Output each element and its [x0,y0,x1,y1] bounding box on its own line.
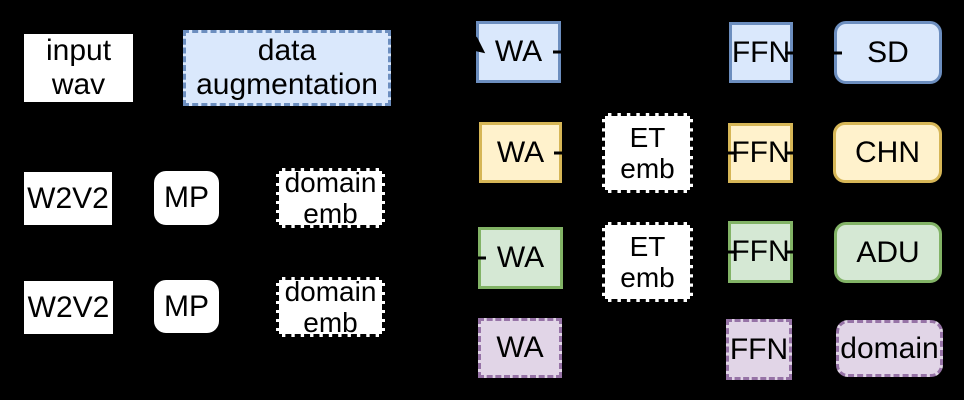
arrow-tick [785,51,795,54]
adu-node: ADU [834,222,942,283]
domain-emb-top-label-line2: emb [303,198,358,229]
mp-top-label: MP [164,181,209,215]
domain-emb-bottom-node: domain emb [276,275,385,338]
data-augmentation-label-line1: data [257,34,317,68]
et-emb-top-node: ET emb [602,113,693,193]
sd-node: SD [832,21,942,84]
domain-emb-top-node: domain emb [276,166,385,229]
et-emb-top-label-line1: ET [629,121,666,153]
ffn-green-label: FFN [731,235,790,269]
w2v2-bottom-node: W2V2 [22,279,115,336]
mp-bottom-label: MP [164,289,209,323]
adu-label: ADU [856,235,920,269]
et-emb-bottom-label-line1: ET [629,230,666,262]
chn-node: CHN [833,122,942,183]
w2v2-top-label: W2V2 [27,181,109,215]
domain-output-node: domain [836,320,943,377]
input-wav-label-line2: wav [51,68,106,101]
wa-green-label: WA [496,241,545,275]
data-augmentation-label-line2: augmentation [196,68,378,101]
wa-purple-node: WA [478,318,562,378]
domain-output-label: domain [840,331,939,365]
domain-emb-top-label-line1: domain [284,166,377,198]
wa-yellow-node: WA [479,122,564,183]
arrow-tick [726,151,736,155]
domain-emb-bottom-label-line1: domain [284,275,377,307]
wa-yellow-label: WA [496,135,545,169]
input-wav-label-line1: input [45,34,112,68]
ffn-green-node: FFN [726,221,795,283]
arrow-tick [554,151,564,154]
arrow-tick [553,50,563,54]
arrow-tick [726,250,736,254]
ffn-yellow-node: FFN [726,123,795,183]
wa-blue-label: WA [494,35,543,69]
ffn-yellow-label: FFN [731,136,790,170]
et-emb-bottom-node: ET emb [602,222,693,302]
et-emb-bottom-label-line2: emb [620,262,675,293]
w2v2-bottom-label: W2V2 [27,290,110,324]
domain-emb-bottom-label-line2: emb [303,307,358,338]
et-emb-top-label-line2: emb [620,153,675,184]
ffn-purple-node: FFN [726,319,792,380]
arrow-tick [832,51,842,54]
chn-label: CHN [855,135,920,169]
arrow-tick [785,250,795,254]
wa-blue-node: WA [466,21,563,83]
data-augmentation-node: data augmentation [183,30,391,106]
arrow-tick [785,151,795,155]
sd-label: SD [867,35,909,69]
wa-green-node: WA [476,227,563,289]
arrow-tick [476,256,486,260]
mp-top-node: MP [152,169,221,227]
ffn-blue-label: FFN [731,35,791,69]
w2v2-top-node: W2V2 [22,170,114,227]
arrowhead-icon [466,36,491,60]
input-wav-node: input wav [22,32,135,104]
wa-purple-label: WA [496,331,544,365]
ffn-blue-node: FFN [729,22,795,83]
ffn-purple-label: FFN [729,332,789,366]
mp-bottom-node: MP [152,278,221,335]
